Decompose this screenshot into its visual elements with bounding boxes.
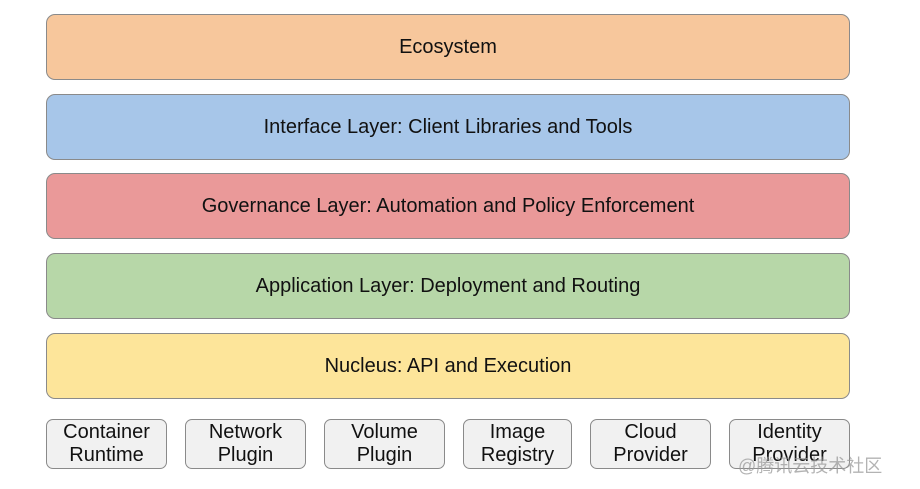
volume-plugin-box: Volume Plugin bbox=[324, 419, 445, 469]
ecosystem-layer: Ecosystem bbox=[46, 14, 850, 80]
plugin-label-line1: Network bbox=[208, 421, 283, 443]
layer-label: Nucleus: API and Execution bbox=[324, 354, 572, 377]
plugin-label-line1: Container bbox=[63, 421, 150, 443]
interface-layer: Interface Layer: Client Libraries and To… bbox=[46, 94, 850, 160]
plugin-label-line1: Image bbox=[489, 421, 546, 443]
plugin-label-line2: Registry bbox=[480, 444, 555, 466]
nucleus-layer: Nucleus: API and Execution bbox=[46, 333, 850, 399]
container-runtime-box: Container Runtime bbox=[46, 419, 167, 469]
plugin-label-line2: Plugin bbox=[217, 444, 274, 466]
governance-layer: Governance Layer: Automation and Policy … bbox=[46, 173, 850, 239]
watermark: @腾讯云技术社区 bbox=[738, 456, 883, 476]
plugin-label-line1: Identity bbox=[757, 421, 822, 443]
plugin-label-line1: Cloud bbox=[624, 421, 677, 443]
plugin-label-line2: Provider bbox=[752, 444, 827, 466]
cloud-provider-box: Cloud Provider bbox=[590, 419, 711, 469]
plugin-label-line2: Plugin bbox=[356, 444, 413, 466]
plugin-label-line2: Runtime bbox=[69, 444, 144, 466]
layer-label: Application Layer: Deployment and Routin… bbox=[255, 274, 641, 297]
image-registry-box: Image Registry bbox=[463, 419, 572, 469]
application-layer: Application Layer: Deployment and Routin… bbox=[46, 253, 850, 319]
layer-label: Ecosystem bbox=[399, 35, 497, 58]
plugin-label-line1: Volume bbox=[351, 421, 418, 443]
layer-label: Governance Layer: Automation and Policy … bbox=[201, 194, 695, 217]
layer-label: Interface Layer: Client Libraries and To… bbox=[263, 115, 633, 138]
network-plugin-box: Network Plugin bbox=[185, 419, 306, 469]
plugin-label-line2: Provider bbox=[613, 444, 688, 466]
identity-provider-box: Identity Provider bbox=[729, 419, 850, 469]
